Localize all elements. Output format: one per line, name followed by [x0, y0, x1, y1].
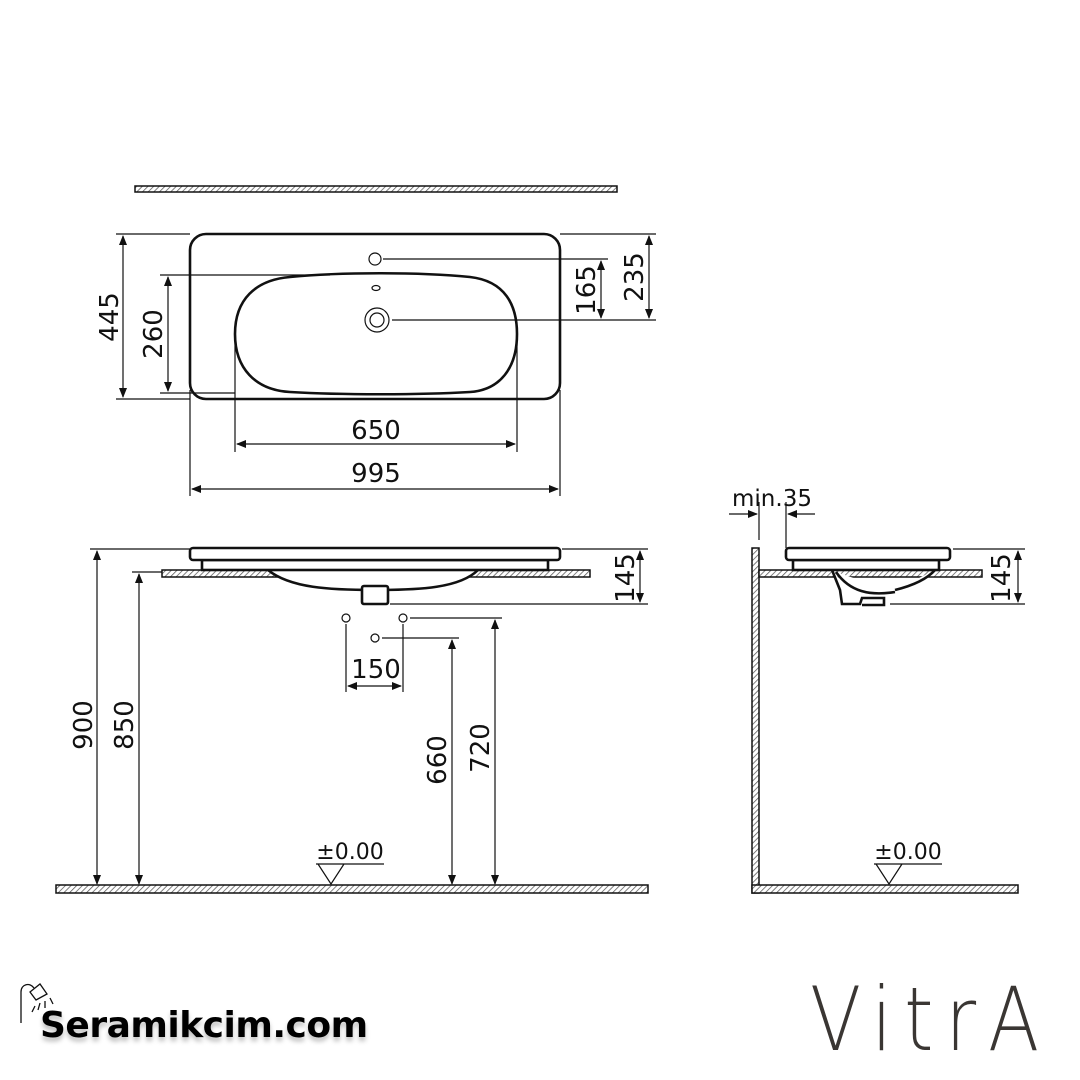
- dim-depth-overall: 445: [95, 292, 125, 342]
- bowl-outline: [233, 271, 519, 396]
- dim-supply-spacing: 150: [351, 655, 401, 685]
- side-view: min.35 145 ±0.00: [729, 486, 1025, 894]
- waste-hole: [370, 633, 380, 643]
- dim-height-top: 900: [69, 700, 99, 750]
- dim-basin-height-side: 145: [987, 553, 1017, 603]
- dim-back-to-drain: 235: [620, 252, 650, 302]
- basin-rim-side: [791, 558, 941, 572]
- floor-level-side: ±0.00: [874, 840, 941, 865]
- level-marker-icon: [316, 863, 384, 886]
- dim-width-overall: 995: [351, 459, 401, 489]
- dim-drain-height-low: 660: [423, 735, 453, 785]
- dim-drain-height-high: 720: [466, 723, 496, 773]
- supply-hole-left: [341, 613, 351, 623]
- dim-bowl-width: 650: [351, 416, 401, 446]
- wall-hatch: [134, 185, 618, 193]
- basin-top-side: [784, 546, 952, 562]
- floor-hatch: [55, 884, 649, 894]
- dim-bowl-depth: 260: [139, 309, 169, 359]
- overflow-hole: [371, 284, 381, 292]
- drain-inner: [369, 312, 385, 328]
- dim-basin-height-front: 145: [611, 553, 641, 603]
- floor-hatch-side: [751, 884, 1019, 894]
- drain-body: [360, 584, 390, 606]
- wall-hatch-side: [751, 547, 760, 894]
- vitra-logo: VitrA: [810, 968, 1052, 1071]
- dim-wall-gap: min.35: [732, 486, 812, 512]
- seramikcim-logo: Seramikcim.com: [40, 1005, 368, 1046]
- level-marker-side-icon: [874, 863, 942, 886]
- drain-outer: [364, 307, 390, 333]
- floor-level-front: ±0.00: [316, 840, 383, 865]
- top-view: 445 260 165 235 650 995: [95, 185, 656, 496]
- basin-top-slab: [188, 546, 562, 562]
- front-view: 900 850 660 720 150 145 ±0.00: [55, 546, 649, 894]
- shower-head-icon: [20, 983, 54, 1023]
- dim-tap-to-drain: 165: [572, 265, 602, 315]
- basin-rim-under: [200, 558, 550, 572]
- supply-hole-right: [398, 613, 408, 623]
- bowl-profile-side: [830, 569, 936, 607]
- tap-hole: [368, 252, 382, 266]
- dim-height-counter: 850: [110, 700, 140, 750]
